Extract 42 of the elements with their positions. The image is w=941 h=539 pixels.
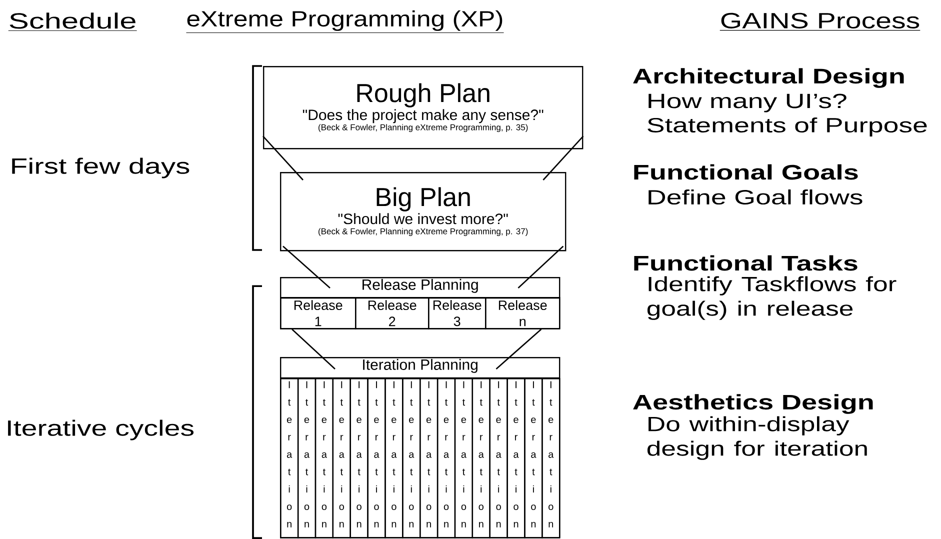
schedule-label: Iterative cycles [8, 420, 194, 440]
iteration-cell: Iteration [314, 378, 334, 538]
iteration-cell: Iteration [489, 378, 508, 538]
phase-description: How many UI’s? [648, 94, 846, 112]
iteration-cell: Iteration [436, 378, 456, 538]
phase-heading: Architectural Design [633, 68, 904, 88]
release-cell: Release n [485, 297, 560, 330]
phase-heading: Functional Tasks [634, 255, 858, 271]
connector-line [542, 136, 584, 180]
phase-description: Define Goal flows [648, 189, 862, 205]
phase-description: Statements of Purpose [648, 117, 927, 137]
phase-heading: Aesthetics Design [633, 394, 873, 414]
phase-heading: Functional Goals [634, 164, 858, 180]
iteration-cell: Iteration [332, 378, 351, 538]
connector-line [496, 328, 542, 370]
connector-line [518, 246, 564, 288]
column-heading: eXtreme Programming (XP) [186, 10, 504, 34]
iteration-cell: Iteration [524, 378, 543, 538]
iteration-cell: Iteration [384, 378, 404, 538]
connector-line [292, 328, 336, 370]
release-cell: Release 1 [280, 297, 356, 330]
connector-line [282, 246, 330, 288]
phase-description: Identify Taskflows for goal(s) in release [647, 276, 896, 320]
iteration-cell: Iteration [280, 378, 299, 538]
iteration-cell: Iteration [402, 378, 421, 538]
release-cell: Release 2 [355, 297, 430, 330]
iteration-cell: Iteration [420, 378, 438, 538]
plan-box: Rough Plan "Does the project make any sense?" (Beck & Fowler, Planning eXtreme Programming, p. 35) [263, 66, 584, 150]
plan-box: Big Plan "Should we invest more?" (Beck & Fowler, Planning eXtreme Programming, p. 37) [280, 172, 566, 252]
iteration-cell: Iteration [297, 378, 316, 538]
column-heading: Schedule [8, 12, 138, 31]
iteration-cell: Iteration [506, 378, 526, 538]
iteration-cell: Iteration [472, 378, 490, 538]
phase-description: Do within-display design for iteration [647, 416, 867, 460]
schedule-label: First few days [12, 158, 190, 178]
iteration-cell: Iteration [350, 378, 368, 538]
iteration-cell: Iteration [542, 378, 560, 538]
column-heading: GAINS Process [720, 12, 920, 31]
iteration-cell: Iteration [454, 378, 474, 538]
connector-line [262, 136, 304, 180]
release-cell: Release 3 [428, 297, 486, 330]
iteration-cell: Iteration [367, 378, 386, 538]
